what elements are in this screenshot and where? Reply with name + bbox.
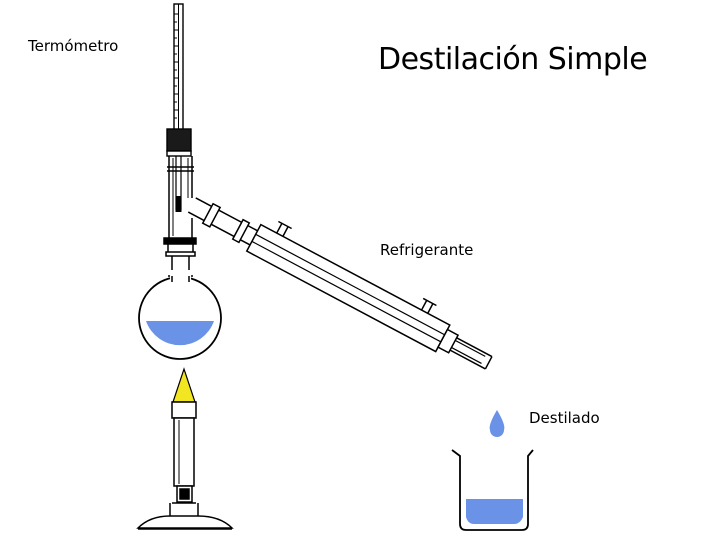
flame [172,367,196,403]
water-inlet [420,297,437,314]
water-outlet [276,220,292,237]
beaker-liquid [466,499,523,524]
thermometer [166,3,192,212]
diagram-title: Destilación Simple [378,42,648,77]
round-bottom-flask [138,270,222,360]
stopper [166,128,192,152]
distillation-head [163,156,197,278]
neck-clamp [163,237,197,245]
condenser-label: Refrigerante [380,241,474,259]
thermometer-label: Termómetro [28,37,119,55]
distillate-label: Destilado [529,409,600,427]
bunsen-burner [136,367,234,530]
thermometer-scale [174,13,178,119]
distillate-drop [489,410,505,437]
beaker [451,449,534,531]
flask-liquid [146,321,214,346]
burner-base [136,515,234,529]
condenser [187,197,493,370]
